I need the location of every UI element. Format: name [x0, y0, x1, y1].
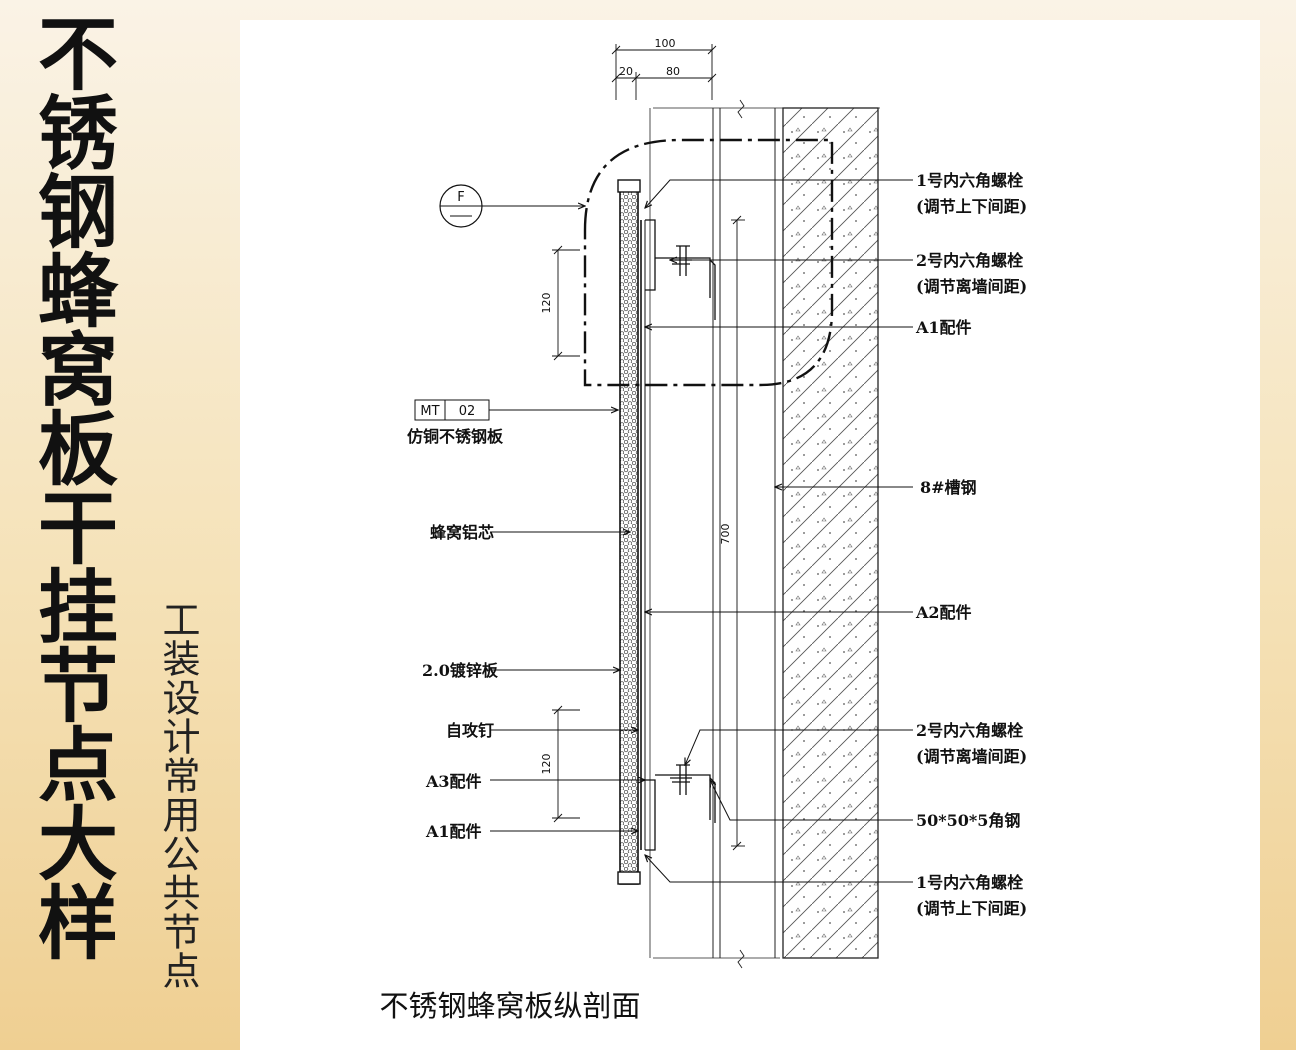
top-dimensions — [611, 44, 717, 100]
material-tag-code: MT — [420, 404, 439, 419]
label-a3-part: A3配件 — [425, 772, 482, 791]
detail-marker: F — [439, 184, 585, 228]
label-channel-steel: 8#槽钢 — [920, 478, 977, 497]
label-bolt2-top: 2号内六角螺栓 — [916, 251, 1024, 270]
label-bolt1-bottom-note: (调节上下间距) — [916, 899, 1027, 918]
label-galvanized-sheet: 2.0镀锌板 — [422, 661, 499, 680]
dim-top-b: 80 — [666, 65, 680, 78]
dim-upper-spacing: 120 — [540, 293, 553, 314]
label-bolt1-bottom: 1号内六角螺栓 — [916, 873, 1024, 892]
label-bolt1-top: 1号内六角螺栓 — [916, 171, 1024, 190]
bottom-bracket — [645, 764, 716, 851]
detail-marker-letter: F — [457, 190, 464, 205]
label-a1-part-left: A1配件 — [425, 822, 482, 841]
dim-lower-spacing: 120 — [540, 754, 553, 775]
label-bolt2-top-note: (调节离墙间距) — [916, 277, 1027, 296]
leader-lines-left — [490, 532, 645, 831]
label-bolt2-bottom: 2号内六角螺栓 — [916, 721, 1024, 740]
label-copper-stainless: 仿铜不锈钢板 — [407, 427, 504, 446]
leader-lines-right — [645, 179, 913, 883]
material-tag-number: 02 — [459, 404, 476, 419]
subtitle: 工装设计常用公共节点 — [156, 600, 200, 990]
drawing-sheet: F MT 02 100 20 80 — [240, 20, 1260, 1050]
dim-top-a: 20 — [619, 65, 633, 78]
steel-channel — [649, 99, 880, 969]
label-a2-part: A2配件 — [915, 603, 972, 622]
dim-top-total: 100 — [655, 37, 676, 50]
drawing-caption: 不锈钢蜂窝板纵剖面 — [379, 989, 641, 1023]
vertical-dimensions — [552, 215, 745, 851]
section-drawing: F MT 02 100 20 80 — [407, 37, 1027, 969]
label-bolt1-top-note: (调节上下间距) — [916, 197, 1027, 216]
label-bolt2-bottom-note: (调节离墙间距) — [916, 747, 1027, 766]
label-angle-steel: 50*50*5角钢 — [916, 811, 1020, 830]
detail-callout-boundary — [583, 138, 834, 387]
label-a1-part-right: A1配件 — [915, 318, 972, 337]
dim-height: 700 — [719, 524, 732, 545]
label-self-tapping-screw: 自攻钉 — [446, 721, 494, 740]
label-honeycomb-core: 蜂窝铝芯 — [430, 523, 494, 542]
top-bracket — [645, 219, 716, 320]
concrete-wall — [774, 107, 879, 959]
material-tag: MT 02 — [414, 399, 618, 421]
main-title: 不锈钢蜂窝板干挂节点大样 — [25, 12, 118, 960]
